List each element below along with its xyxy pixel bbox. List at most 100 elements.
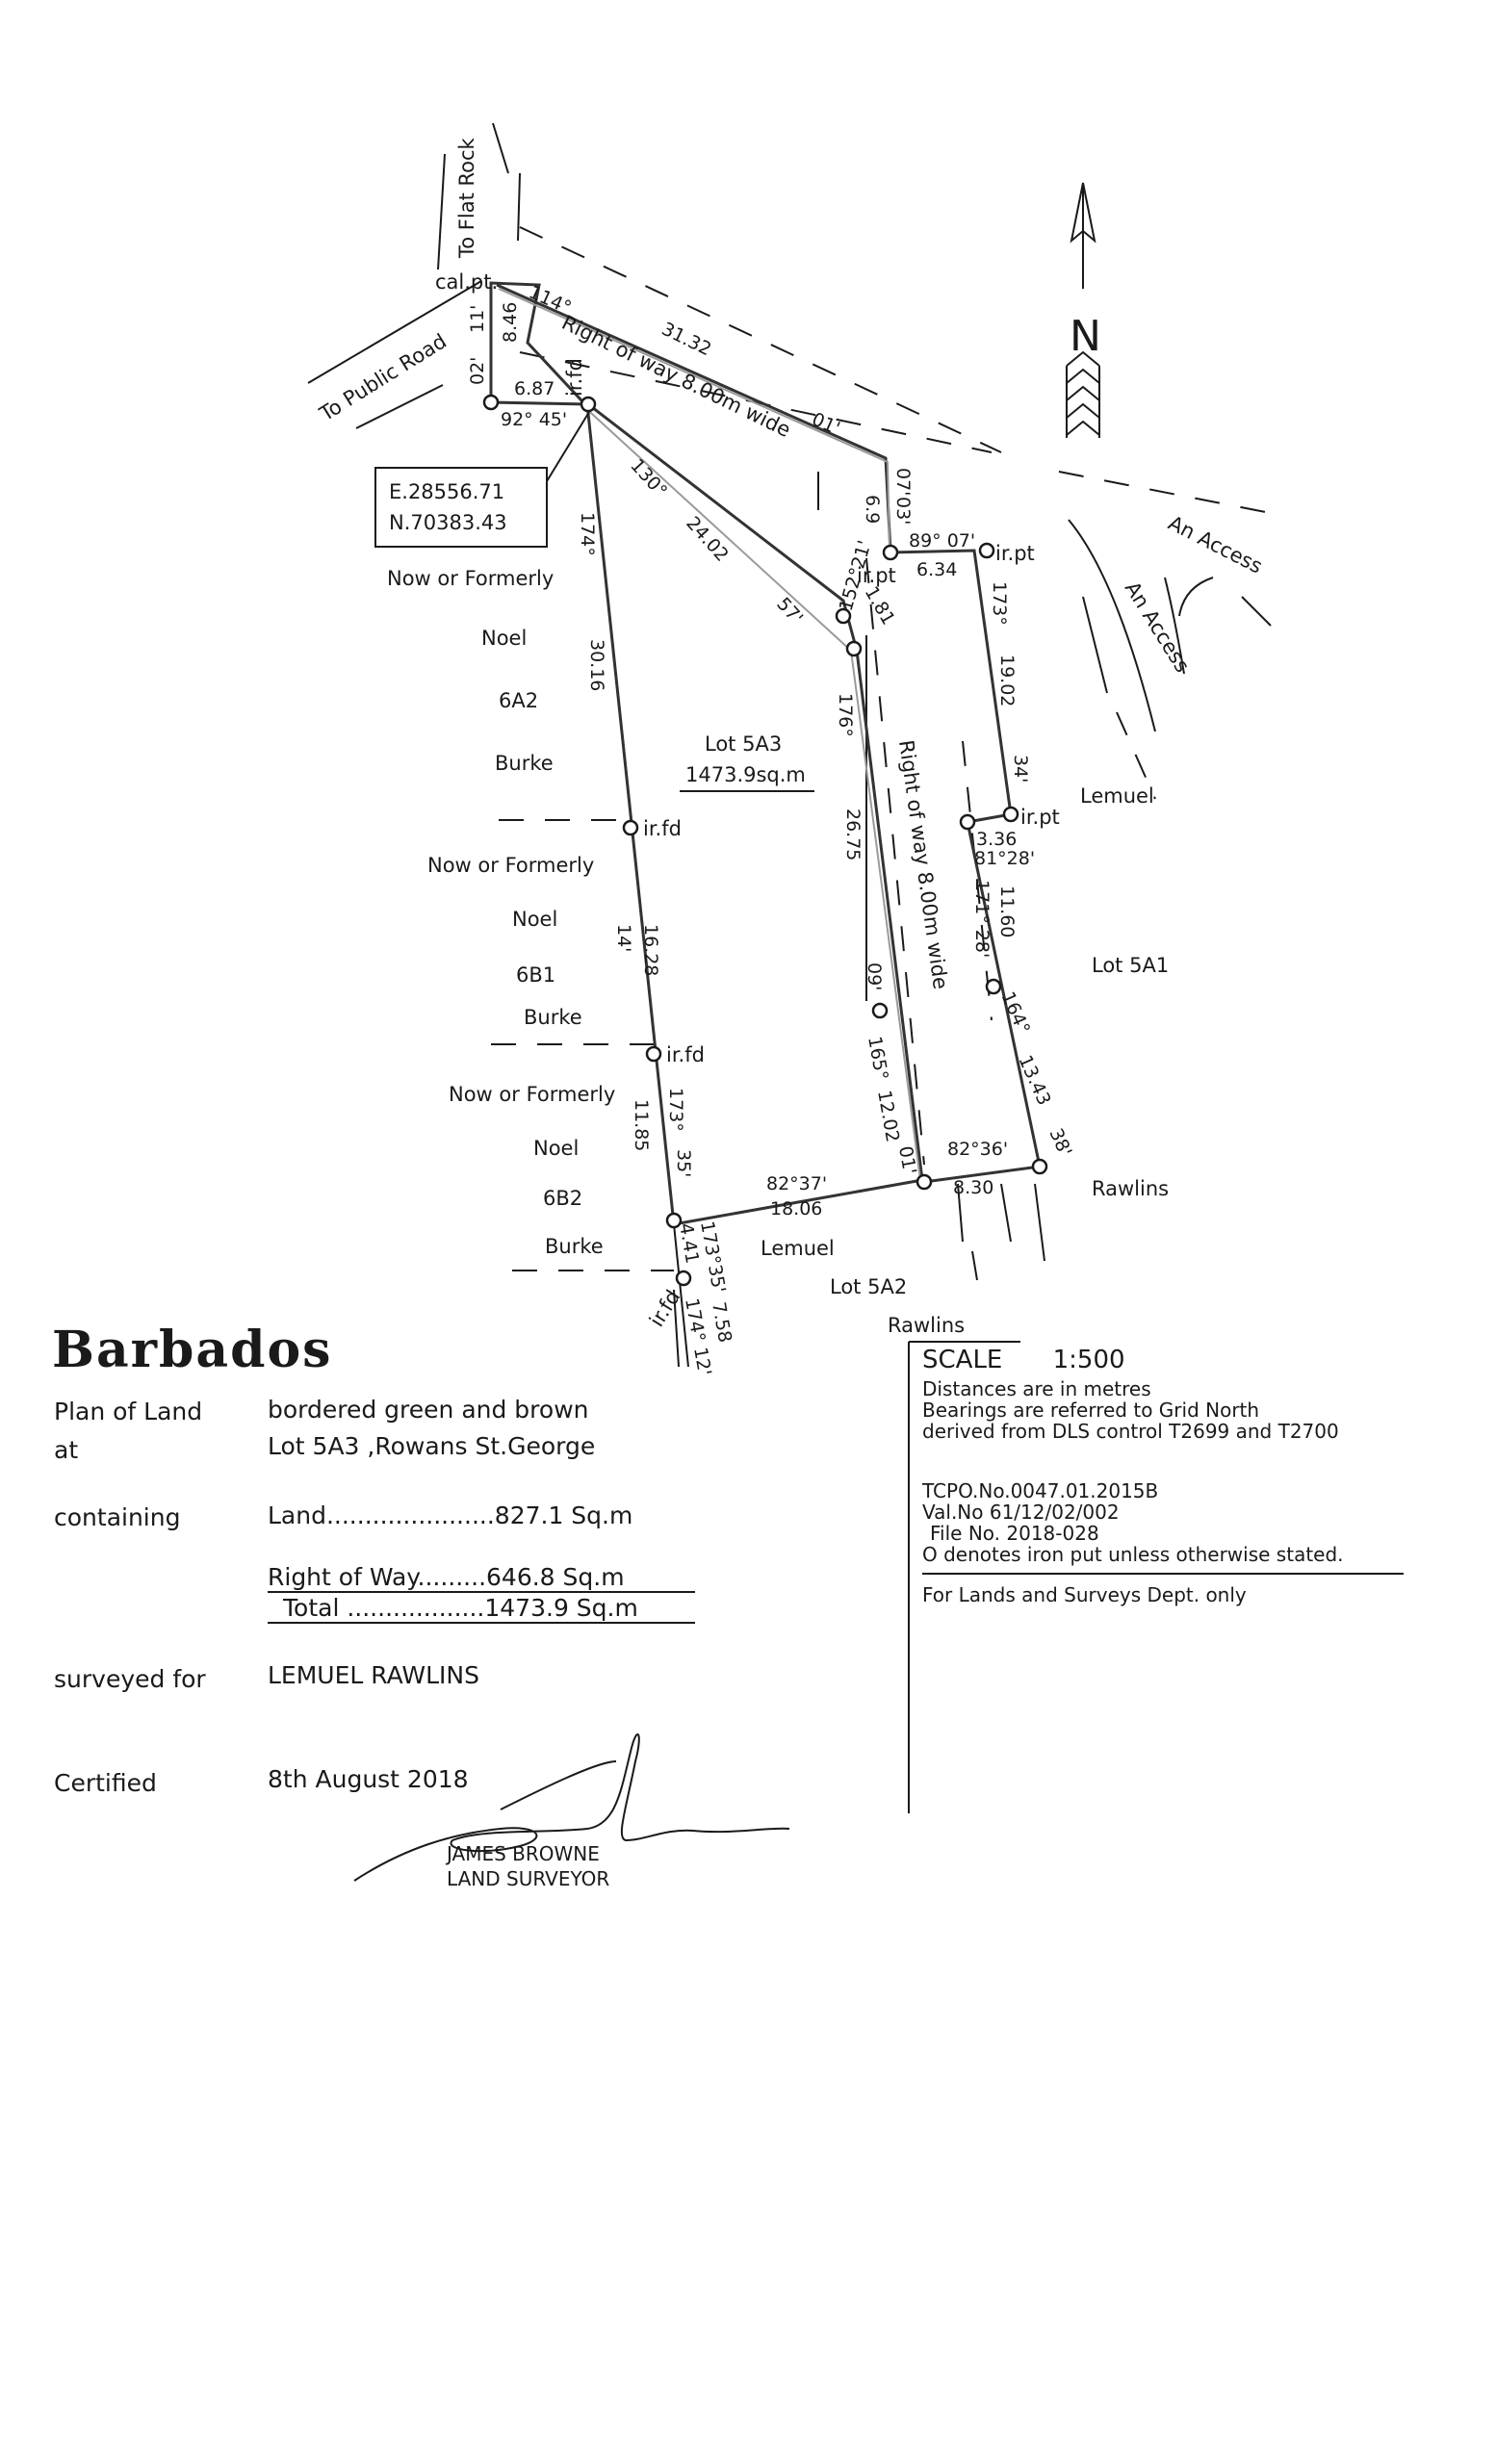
- owner-line1: Now or Formerly: [387, 567, 554, 590]
- distance-3-36: 3.36: [976, 829, 1017, 850]
- surveyed-for-label: surveyed for: [54, 1665, 206, 1693]
- distance-1-81: 1.81: [861, 583, 899, 629]
- pin-south-west: [665, 1212, 683, 1229]
- pin-ir-fd-2: [645, 1045, 662, 1063]
- signature: [353, 1732, 790, 1882]
- bearing-82-36: 82°36': [947, 1139, 1008, 1160]
- bearing-11: 11': [467, 305, 488, 333]
- ir-pt-3-label: ir.pt: [1020, 806, 1060, 829]
- total-area: Total ..................1473.9 Sq.m: [268, 1594, 695, 1624]
- lot-main-area: 1473.9sq.m: [685, 763, 806, 786]
- pin-ir-pt-1: [882, 544, 899, 561]
- bearing-02: 02': [467, 357, 488, 385]
- scale-value: 1:500: [1052, 1346, 1125, 1374]
- containing-label: containing: [54, 1503, 181, 1531]
- owner-line4: Burke: [524, 1006, 582, 1029]
- tcpo-number: TCPO.No.0047.01.2015B: [922, 1479, 1159, 1502]
- lot-5a1-owner1: Lemuel: [1080, 784, 1154, 808]
- distance-6-87: 6.87: [514, 378, 555, 399]
- owner-line1: Now or Formerly: [449, 1083, 615, 1106]
- country-title: Barbados: [52, 1321, 333, 1379]
- lot-5a2-owner1: Lemuel: [761, 1237, 835, 1260]
- lot-5a2-owner2: Rawlins: [888, 1314, 965, 1337]
- scale-row: SCALE 1:500: [922, 1346, 1423, 1374]
- ir-fd-1-label: ir.fd: [643, 817, 682, 840]
- val-number: Val.No 61/12/02/002: [922, 1501, 1120, 1524]
- bearing-82-37: 82°37': [766, 1173, 827, 1194]
- bearing-34: 34': [1010, 755, 1031, 783]
- ir-fd-top-label: ir.fd: [563, 358, 586, 397]
- note-line-3: derived from DLS control T2699 and T2700: [922, 1420, 1339, 1443]
- distance-24-02: 24.02: [682, 513, 733, 566]
- adjoining-6b1: Now or Formerly Noel 6B1 Burke: [427, 854, 594, 1029]
- owner-line3: 6A2: [499, 689, 538, 712]
- ir-pt-2-label: ir.pt: [995, 542, 1035, 565]
- owner-line4: Burke: [545, 1235, 604, 1258]
- bearing-165: 165°: [864, 1035, 892, 1082]
- distance-19-02: 19.02: [996, 654, 1018, 706]
- bearing-14: 14': [613, 924, 634, 952]
- surveyor-title: LAND SURVEYOR: [447, 1867, 610, 1890]
- notes-block: SCALE 1:500 Distances are in metres Bear…: [922, 1346, 1423, 1605]
- surveyed-for-value: LEMUEL RAWLINS: [268, 1661, 479, 1689]
- north-label: N: [1070, 312, 1101, 361]
- bearing-01: 01': [809, 408, 843, 439]
- bearing-89-07: 89° 07': [909, 530, 975, 552]
- northing: N.70383.43: [389, 511, 507, 534]
- ir-pt-1-label: ir.pt: [857, 564, 896, 587]
- owner-line3: 6B1: [516, 963, 555, 987]
- note-line-2: Bearings are referred to Grid North: [922, 1399, 1260, 1422]
- distance-6-34: 6.34: [916, 559, 957, 580]
- north-arrow: N: [1066, 182, 1101, 438]
- pin-ir-pt-2: [978, 542, 995, 559]
- owner-line2: Noel: [481, 627, 527, 650]
- pin-mid-1: [835, 607, 852, 625]
- pin-lot5a1: [985, 978, 1002, 995]
- bearing-01-b: 01': [894, 1144, 920, 1176]
- distance-30-16: 30.16: [586, 639, 607, 691]
- distance-11-85: 11.85: [631, 1099, 652, 1151]
- bearing-171-28: 171° 28': [971, 880, 993, 958]
- owner-line4: Burke: [495, 752, 554, 775]
- distance-6-9: 6.9: [862, 495, 883, 524]
- pin-ir-fd-1: [622, 819, 639, 836]
- iron-put-note: O denotes iron put unless otherwise stat…: [922, 1543, 1344, 1566]
- certified-date: 8th August 2018: [268, 1765, 469, 1793]
- plan-of-land-value: bordered green and brown: [268, 1396, 589, 1424]
- cal-pt-label: cal.pt.: [435, 270, 498, 294]
- ir-fd-3-label: ir.fd: [645, 1286, 685, 1331]
- measurements: 114° 31.32 01' 8.46 11' 02' 6.87 92° 45'…: [467, 281, 1075, 1376]
- lot-5a1-name: Lot 5A1: [1092, 954, 1169, 977]
- lot-5a1-owner2: Rawlins: [1092, 1177, 1169, 1200]
- pin-mid-2: [845, 640, 863, 657]
- distance-8-30: 8.30: [953, 1177, 993, 1198]
- distance-18-06: 18.06: [770, 1198, 822, 1219]
- note-line-1: Distances are in metres: [922, 1377, 1151, 1400]
- land-area: Land......................827.1 Sq.m: [268, 1502, 633, 1529]
- pin-ir-fd-3: [675, 1270, 692, 1287]
- row-mid-label: Right of way 8.00m wide: [894, 738, 952, 990]
- dept-note: For Lands and Surveys Dept. only: [922, 1583, 1247, 1606]
- owner-line2: Noel: [512, 908, 557, 931]
- lot-5a2-name: Lot 5A2: [830, 1275, 907, 1298]
- bearing-07: 07': [892, 468, 914, 496]
- distance-7-58: 7.58: [708, 1300, 735, 1344]
- to-public-road-label: To Public Road: [315, 329, 451, 426]
- an-access-label-2: An Access: [1121, 578, 1195, 677]
- pin-south-east: [1031, 1158, 1048, 1175]
- plan-of-land-label: Plan of Land: [54, 1398, 203, 1425]
- ir-fd-2-label: ir.fd: [666, 1043, 705, 1066]
- easting: E.28556.71: [389, 480, 504, 503]
- bearing-173-35: 173°: [665, 1088, 686, 1132]
- bearing-176: 176°: [835, 693, 856, 737]
- bearing-173-a: 173°: [989, 581, 1010, 626]
- pin-centre: [871, 1002, 889, 1019]
- bearing-92-45: 92° 45': [501, 409, 567, 430]
- owner-line3: 6B2: [543, 1187, 582, 1210]
- distance-16-28: 16.28: [640, 924, 661, 976]
- surveyor-name: JAMES BROWNE: [447, 1842, 600, 1865]
- pin-ir-fd-top-right: [580, 396, 597, 413]
- file-number: File No. 2018-028: [930, 1522, 1099, 1545]
- pin-south-mid: [916, 1173, 933, 1191]
- pin-ir-fd-top: [482, 394, 500, 411]
